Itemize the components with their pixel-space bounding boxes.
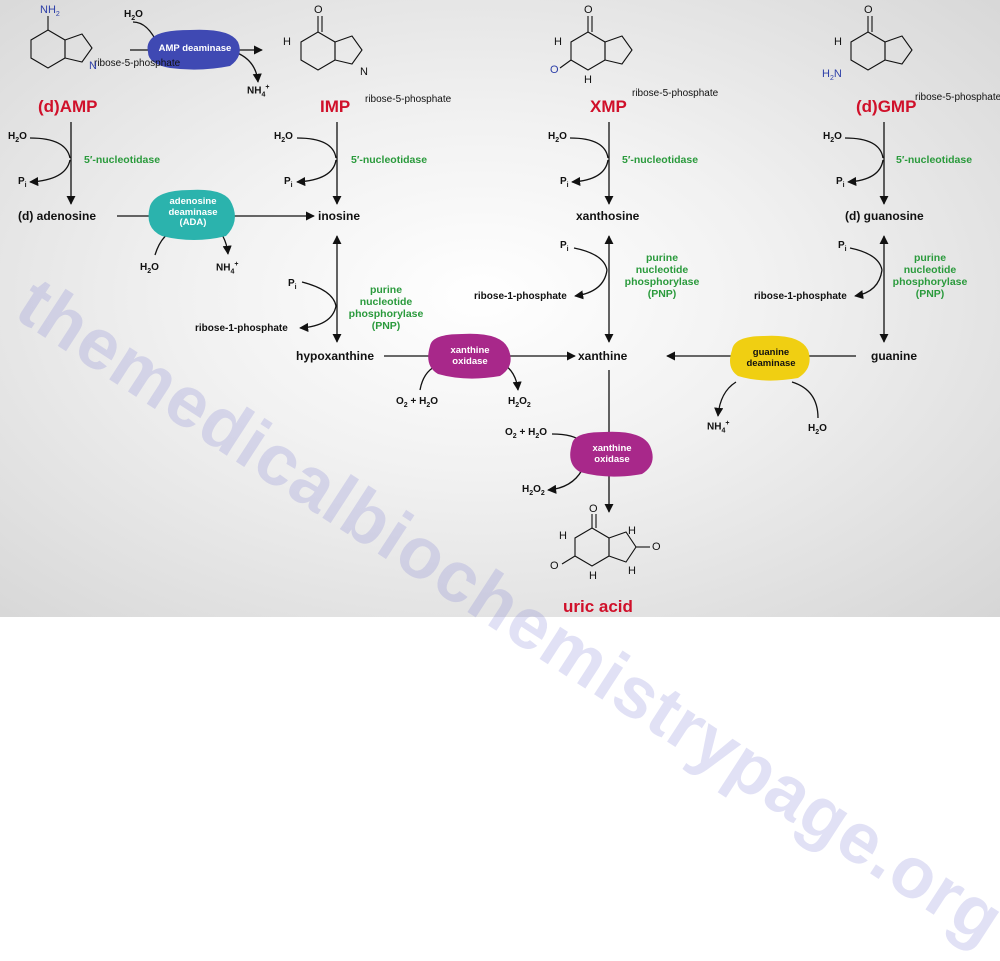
h2o2-1: H2O2 (508, 396, 531, 409)
ribose1p-1: ribose-1-phosphate (195, 323, 288, 334)
enzyme-nucleotidase-3: 5′-nucleotidase (622, 154, 699, 166)
ribose5p-amp: ribose-5-phosphate (94, 58, 181, 69)
metabolite-guanosine: (d) guanosine (845, 209, 924, 223)
gmp-h2n: H2N (822, 68, 842, 83)
xmp-h3: H (584, 74, 592, 86)
amp-deaminase-blob (147, 29, 240, 70)
o2-h2o-2: O2 + H2O (505, 427, 547, 440)
h2o-3: H2O (548, 131, 567, 144)
amp-nh2: NH2 (40, 4, 60, 19)
amp-n9: N (89, 60, 97, 72)
xanthine-oxidase-blob-1 (428, 333, 511, 379)
xmp-h1: H (554, 36, 562, 48)
pi-pnp-1: Pi (288, 278, 297, 291)
h2o-1: H2O (8, 131, 27, 144)
pi-pnp-2: Pi (560, 240, 569, 253)
uric-h9: H (628, 565, 636, 577)
ada-blob (148, 189, 235, 240)
title-uric-acid: uric acid (563, 597, 633, 616)
ribose5p-xmp: ribose-5-phosphate (632, 88, 719, 99)
ribose1p-3: ribose-1-phosphate (754, 291, 847, 302)
enzyme-amp-deaminase: AMP deaminase (158, 43, 232, 54)
pi-3: Pi (560, 176, 569, 189)
title-amp: (d)AMP (38, 97, 98, 116)
pathway-graphics (29, 16, 913, 567)
xmp-o6: O (584, 4, 593, 16)
uric-o8: O (652, 541, 661, 553)
imp-h: H (283, 36, 291, 48)
title-gmp: (d)GMP (856, 97, 917, 116)
uric-h1: H (559, 530, 567, 542)
title-xmp: XMP (590, 97, 627, 116)
uric-h3: H (589, 570, 597, 582)
title-imp: IMP (320, 97, 351, 116)
imp-n9: N (360, 66, 368, 78)
metabolite-xanthosine: xanthosine (576, 209, 640, 223)
uric-o6: O (589, 503, 598, 515)
nh4-amp-deaminase: NH4+ (247, 84, 270, 99)
guanine-deaminase-blob (730, 335, 810, 381)
enzyme-nucleotidase-2: 5′-nucleotidase (351, 154, 428, 166)
uric-h7: H (628, 525, 636, 537)
metabolite-xanthine: xanthine (578, 349, 628, 363)
pi-pnp-3: Pi (838, 240, 847, 253)
metabolite-inosine: inosine (318, 209, 361, 223)
h2o-4: H2O (823, 131, 842, 144)
enzyme-nucleotidase-1: 5′-nucleotidase (84, 154, 161, 166)
xmp-o2: O (550, 64, 559, 76)
ribose1p-2: ribose-1-phosphate (474, 291, 567, 302)
h2o-ada: H2O (140, 262, 159, 275)
o2-h2o-1: O2 + H2O (396, 396, 438, 409)
xanthine-oxidase-blob-2 (570, 431, 653, 477)
metabolite-adenosine: (d) adenosine (18, 209, 97, 223)
imp-o: O (314, 4, 323, 16)
h2o-amp-deaminase: H2O (124, 9, 143, 22)
pi-1: Pi (18, 176, 27, 189)
ribose5p-imp: ribose-5-phosphate (365, 94, 452, 105)
pi-4: Pi (836, 176, 845, 189)
h2o-guanine-deaminase: H2O (808, 423, 827, 436)
h2o-2: H2O (274, 131, 293, 144)
ribose5p-gmp: ribose-5-phosphate (915, 92, 1000, 103)
nh4-guanine-deaminase: NH4+ (707, 420, 730, 435)
gmp-o: O (864, 4, 873, 16)
gmp-h: H (834, 36, 842, 48)
enzyme-nucleotidase-4: 5′-nucleotidase (896, 154, 973, 166)
h2o2-2: H2O2 (522, 484, 545, 497)
uric-o2: O (550, 560, 559, 572)
metabolite-guanine: guanine (871, 349, 918, 363)
pi-2: Pi (284, 176, 293, 189)
nh4-ada: NH4+ (216, 261, 239, 276)
metabolite-hypoxanthine: hypoxanthine (296, 349, 375, 363)
